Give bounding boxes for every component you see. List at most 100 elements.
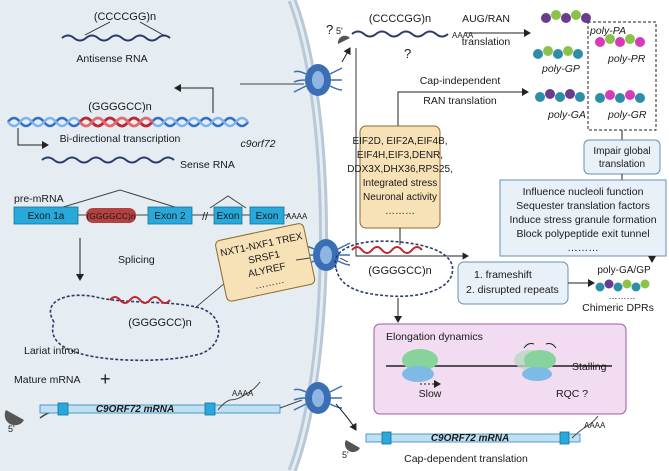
- sense-rna-label: Sense RNA: [180, 159, 235, 171]
- ribosome-slow-icon: [402, 349, 438, 382]
- antisense-rna-strand: [61, 34, 171, 42]
- nuclear-pore-top: [293, 64, 343, 96]
- poly-ga-chain: [535, 89, 585, 102]
- stalling-label: Stalling: [572, 361, 607, 373]
- capind-arrow: [397, 88, 529, 140]
- top-rna-to-frameshift-line: [355, 48, 469, 260]
- top-polya: AAAA: [452, 31, 474, 40]
- lariat-label: Lariat intron: [24, 345, 80, 357]
- effects-line-2: Induce stress granule formation: [509, 214, 656, 226]
- effects-line-3: Block polypeptide exit tunnel: [516, 228, 649, 240]
- exon-repeat-box: [86, 208, 136, 223]
- poly-ga-label: poly-GA: [547, 109, 586, 121]
- pore-to-cyto-mrna-arrow: [335, 403, 357, 431]
- frameshift-line-2: 2. disrupted repeats: [466, 284, 559, 296]
- exon-b-label: Exon: [256, 211, 279, 222]
- mature-mrna-name: C9ORF72 mRNA: [96, 404, 174, 415]
- sense-repeat-label: (GGGGCC)n: [88, 101, 152, 113]
- arrow-to-antisense: [174, 84, 214, 113]
- poly-gp-label: poly-GP: [541, 63, 580, 75]
- pore-to-top-arrow: [341, 47, 351, 63]
- aug-label-1: AUG/RAN: [462, 13, 510, 25]
- cyto-circular-rna: [334, 240, 454, 298]
- lariat-repeat-label: (GGGGCC)n: [128, 317, 192, 329]
- effects-line-1: Sequester translation factors: [516, 200, 650, 212]
- factors-line-2: DDX3X,DHX36,RPS25,: [347, 164, 453, 175]
- mature-mrna: [4, 381, 281, 426]
- effects-box: [499, 179, 667, 257]
- circ-repeat-label: (GGGGCC)n: [368, 265, 432, 277]
- nuclear-membrane-inner: [290, 0, 325, 471]
- frameshift-line-1: 1. frameshift: [474, 269, 532, 281]
- nuclear-pore-middle: [301, 239, 351, 271]
- antisense-repeat-bracket: [84, 21, 166, 37]
- antisense-rna-label: Antisense RNA: [76, 53, 147, 65]
- poly-gr-label: poly-GR: [607, 109, 647, 121]
- cyto-mrna-polya: AAAA: [584, 421, 606, 430]
- chimeric-dots: ………: [609, 291, 636, 301]
- cyto-mrna: [344, 415, 599, 453]
- intron-splice-line-2: [209, 195, 247, 209]
- poly-pa-chain: [541, 10, 591, 23]
- mature-mrna-polya: AAAA: [232, 389, 254, 398]
- top-cap-icon: [337, 35, 350, 44]
- capdep-label: Cap-dependent translation: [404, 453, 528, 465]
- factors-line-0: EIF2D, EIF2A,EIF4B,: [352, 136, 447, 147]
- capind-label-1: Cap-independent: [420, 75, 501, 87]
- nuclear-pore-bottom: [293, 382, 343, 414]
- mature-mrna-label: Mature mRNA: [14, 374, 81, 386]
- splicing-label: Splicing: [118, 254, 155, 266]
- mature-cap-label: 5': [8, 424, 15, 434]
- break-symbol: //: [202, 211, 209, 223]
- poly-gr-chain: [595, 90, 645, 103]
- cyto-cap-label: 5': [342, 450, 349, 460]
- plus-symbol: +: [100, 369, 111, 389]
- factors-line-5: ………: [385, 206, 415, 217]
- rqc-label: RQC ?: [556, 388, 588, 400]
- top-5prime: 5': [336, 26, 343, 36]
- elongation-box: [373, 323, 627, 415]
- poly-pr-label: poly-PR: [607, 53, 646, 65]
- mrna-to-pore-line: [279, 399, 303, 409]
- exon1a-box: [13, 206, 79, 225]
- ribosome-stalling-icon: [514, 343, 557, 381]
- exon-a-label: Exon: [217, 211, 240, 222]
- top-repeat-label: (CCCCGG)n: [369, 13, 431, 25]
- effects-line-4: ………: [567, 242, 599, 254]
- exon-b-box: [249, 206, 285, 225]
- lariat-intron: [49, 294, 220, 362]
- premrna-label: pre-mRNA: [14, 193, 64, 205]
- poly-pa-label: poly-PA: [589, 25, 626, 37]
- factors-line-4: Neuronal activity: [363, 192, 437, 203]
- sense-rna-strand: [41, 156, 175, 164]
- factors-line-3: Integrated stress: [363, 178, 437, 189]
- premrna-polya: AAAA: [286, 212, 308, 221]
- bidirectional-label: Bi-directional transcription: [60, 133, 181, 145]
- exon-repeat-label: (GGGGCC)n: [86, 211, 135, 221]
- slow-label: Slow: [419, 388, 442, 400]
- chimeric-label: Chimeric DPRs: [582, 302, 654, 314]
- cyto-mrna-name: C9ORF72 mRNA: [431, 433, 509, 444]
- chimeric-chain: [595, 279, 650, 292]
- top-question-2: ?: [404, 46, 411, 61]
- dna-helix: [7, 116, 249, 128]
- impair-label-2: translation: [599, 159, 645, 170]
- exon2-label: Exon 2: [154, 211, 186, 222]
- intron-splice-line: [59, 189, 179, 209]
- exon1a-label: Exon 1a: [28, 211, 65, 222]
- pore-to-circ-line: [339, 257, 349, 263]
- antisense-repeat-label: (CCCCGG)n: [94, 11, 156, 23]
- poly-gp-chain: [533, 46, 583, 59]
- elongation-title: Elongation dynamics: [386, 331, 483, 343]
- exon-a-box: [213, 206, 243, 225]
- top-question-1: ?: [326, 22, 333, 37]
- chimeric-top-label: poly-GA/GP: [597, 265, 651, 276]
- lariat-to-pore-line: [295, 257, 311, 261]
- impair-label-1: Impair global: [593, 146, 650, 157]
- poly-pr-chain: [595, 34, 645, 47]
- lariat-pointer: [194, 282, 226, 309]
- gene-label: c9orf72: [240, 138, 275, 150]
- arrow-to-sense: [17, 128, 49, 149]
- effects-line-0: Influence nucleoli function: [523, 186, 644, 198]
